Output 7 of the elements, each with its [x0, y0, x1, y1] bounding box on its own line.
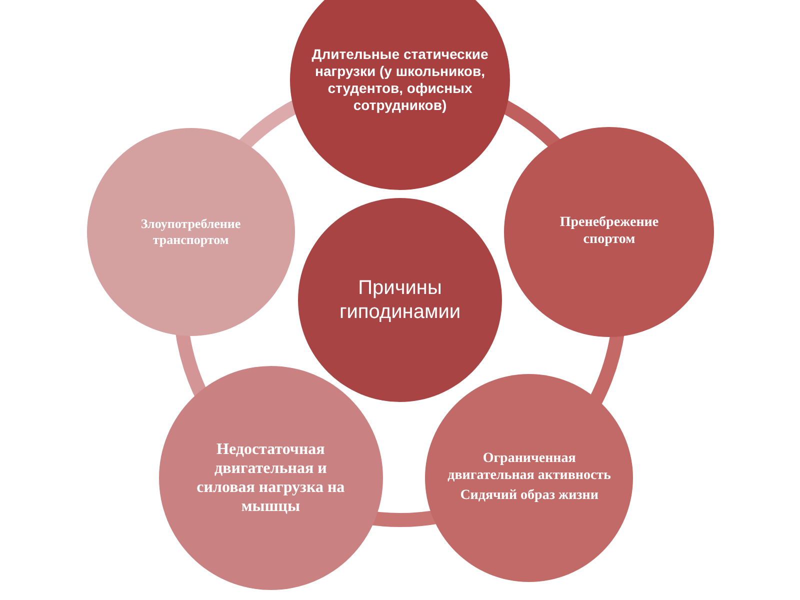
node-text: Недостаточная двигательная и силовая нагрузка на мышцы [196, 440, 346, 516]
node-text: Причины гиподинамии [338, 276, 462, 324]
node-text: Злоупотребление транспортом [140, 216, 242, 248]
node-text: Ограниченная двигательная активность [446, 450, 612, 484]
node-text: Длительные статические нагрузки (у школьников, студентов, офисных сотрудников) [310, 46, 490, 114]
node-text: Пренебрежение спортом [558, 215, 660, 249]
node-text: Сидячий образ жизни [460, 488, 598, 506]
